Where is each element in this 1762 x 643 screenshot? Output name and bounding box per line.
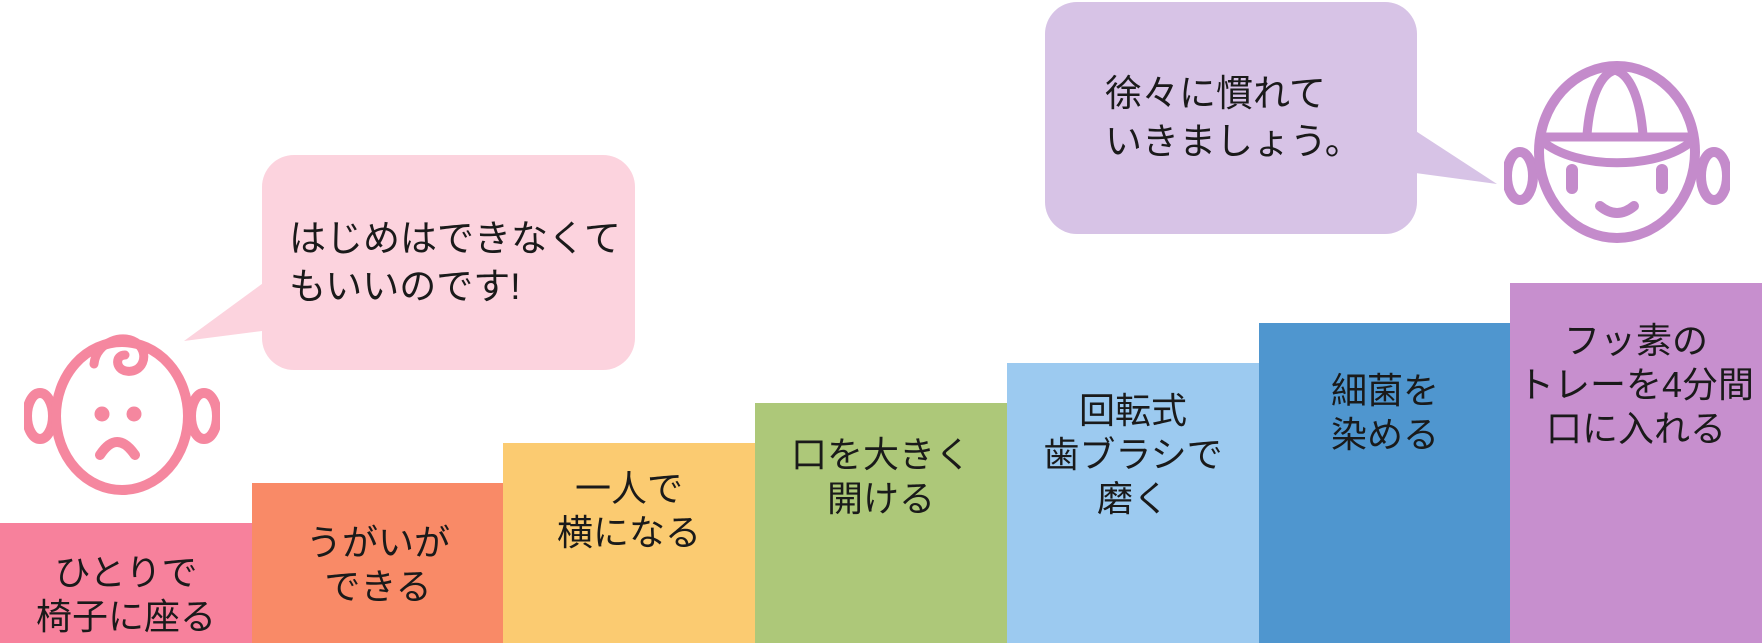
step-6-label-line: 染める xyxy=(1330,414,1439,455)
step-3: 一人で 横になる xyxy=(503,443,755,643)
step-7-label-line: 口に入れる xyxy=(1545,408,1726,449)
boy-left-ear xyxy=(1504,147,1538,205)
step-7-label-line: トレーを4分間 xyxy=(1517,364,1755,405)
step-1-label-line: 椅子に座る xyxy=(35,596,216,637)
speech-bubble-left-tail xyxy=(184,278,270,341)
step-2-label-line: できる xyxy=(324,566,432,607)
step-1: ひとりで 椅子に座る xyxy=(0,523,252,643)
baby-right-eye xyxy=(126,406,142,422)
speech-bubble-left-text-line: もいいのです! xyxy=(289,265,521,307)
step-5-label-line: 磨く xyxy=(1096,478,1169,519)
baby-hair-curl xyxy=(89,334,149,376)
step-3-label-line: 一人で xyxy=(574,468,683,509)
speech-bubble-left-text-line: はじめはできなくて xyxy=(289,217,621,259)
baby-face-icon xyxy=(24,334,220,495)
step-1-label-line: ひとりで xyxy=(54,552,198,593)
speech-bubble-right-tail xyxy=(1408,126,1497,184)
step-2: うがいが できる xyxy=(252,483,504,643)
step-4: 口を大きく 開ける xyxy=(755,403,1007,643)
step-5: 回転式 歯ブラシで 磨く xyxy=(1007,363,1259,643)
boy-right-ear xyxy=(1696,147,1730,205)
baby-left-ear xyxy=(24,388,58,444)
step-5-label-line: 回転式 xyxy=(1078,390,1187,431)
boy-cap xyxy=(1536,65,1698,168)
step-3-label-line: 横になる xyxy=(556,512,701,553)
step-2-label-line: うがいが xyxy=(305,522,450,563)
boy-smile-mouth xyxy=(1595,201,1639,218)
speech-bubble-right-text-line: いきましょう。 xyxy=(1105,121,1362,162)
baby-right-ear xyxy=(186,388,220,444)
step-7: フッ素の トレーを4分間 口に入れる xyxy=(1510,283,1762,643)
speech-bubble-right-text-line: 徐々に慣れて xyxy=(1105,73,1326,114)
boy-eyes xyxy=(1566,164,1668,194)
baby-frown-mouth xyxy=(95,437,140,460)
speech-bubble-left: はじめはできなくて もいいのです! xyxy=(262,155,635,370)
step-6-label-line: 細菌を xyxy=(1330,370,1439,411)
step-4-label-line: 開ける xyxy=(826,478,935,519)
step-5-label-line: 歯ブラシで xyxy=(1043,434,1223,475)
step-4-label-line: 口を大きく xyxy=(790,434,971,475)
boy-face-capped-icon xyxy=(1504,61,1730,243)
step-7-label-line: フッ素の xyxy=(1563,320,1708,361)
speech-bubble-right: 徐々に慣れて いきましょう。 xyxy=(1045,2,1417,234)
baby-left-eye xyxy=(94,406,110,422)
step-6: 細菌を 染める xyxy=(1259,323,1511,643)
